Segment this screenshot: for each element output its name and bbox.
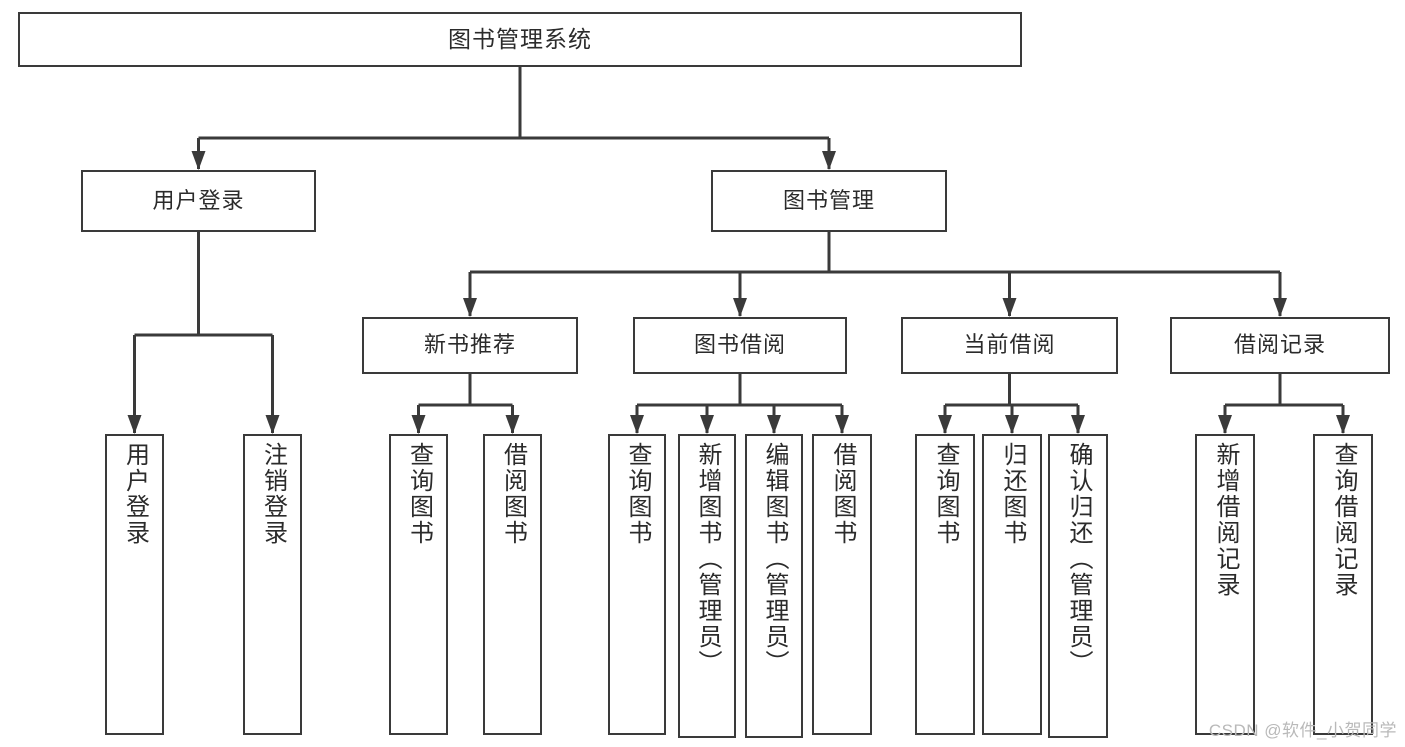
node-borrowing-record[interactable]: 借阅记录: [1170, 317, 1390, 374]
leaf-node-query-book-borrow[interactable]: 查询图书: [608, 434, 666, 735]
node-label: 新增图书（管理员）: [694, 442, 721, 676]
node-label: 编辑图书（管理员）: [761, 442, 788, 676]
node-label: 当前借阅: [963, 332, 1056, 358]
node-label: 用户登录: [121, 442, 149, 546]
leaf-node-confirm-return-admin[interactable]: 确认归还（管理员）: [1048, 434, 1108, 738]
node-label: 图书管理系统: [448, 25, 592, 52]
leaf-node-query-book-rec[interactable]: 查询图书: [389, 434, 448, 735]
node-label: 确认归还（管理员）: [1065, 442, 1092, 676]
node-book-management[interactable]: 图书管理: [711, 170, 947, 232]
node-label: 借阅记录: [1233, 332, 1326, 358]
leaf-node-borrow-book-rec[interactable]: 借阅图书: [483, 434, 542, 735]
leaf-node-query-borrow-record[interactable]: 查询借阅记录: [1313, 434, 1373, 735]
leaf-node-return-book[interactable]: 归还图书: [982, 434, 1042, 735]
leaf-node-query-book-current[interactable]: 查询图书: [915, 434, 975, 735]
node-label: 查询借阅记录: [1330, 442, 1357, 598]
node-label: 用户登录: [152, 187, 245, 213]
leaf-node-edit-book-admin[interactable]: 编辑图书（管理员）: [745, 434, 803, 738]
node-label: 图书借阅: [693, 332, 786, 358]
leaf-node-logout[interactable]: 注销登录: [243, 434, 302, 735]
node-new-book-recommendation[interactable]: 新书推荐: [362, 317, 578, 374]
node-book-borrowing[interactable]: 图书借阅: [633, 317, 847, 374]
node-label: 借阅图书: [499, 442, 527, 546]
node-label: 图书管理: [782, 187, 875, 213]
node-label: 新书推荐: [423, 332, 516, 358]
leaf-node-add-borrow-record[interactable]: 新增借阅记录: [1195, 434, 1255, 735]
csdn-watermark: CSDN @软件_小贺同学: [1208, 721, 1397, 740]
leaf-node-user-login[interactable]: 用户登录: [105, 434, 164, 735]
leaf-node-add-book-admin[interactable]: 新增图书（管理员）: [678, 434, 736, 738]
node-label: 新增借阅记录: [1212, 442, 1239, 598]
node-current-borrowing[interactable]: 当前借阅: [901, 317, 1118, 374]
node-label: 归还图书: [999, 442, 1026, 546]
node-label: 借阅图书: [829, 442, 856, 546]
leaf-node-borrow-book[interactable]: 借阅图书: [812, 434, 872, 735]
node-label: 注销登录: [259, 442, 287, 546]
node-label: 查询图书: [405, 442, 433, 546]
node-user-login[interactable]: 用户登录: [81, 170, 316, 232]
node-label: 查询图书: [932, 442, 959, 546]
node-label: 查询图书: [624, 442, 651, 546]
node-book-management-system[interactable]: 图书管理系统: [18, 12, 1022, 67]
